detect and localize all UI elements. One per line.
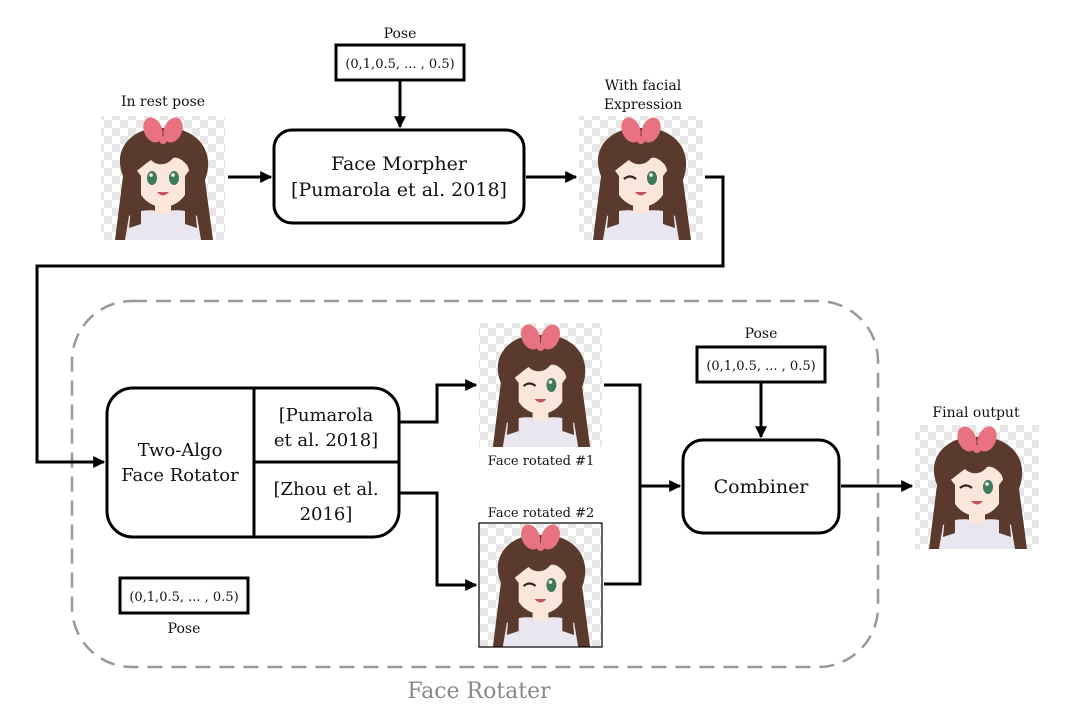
- rotated1-to-combiner-connector: [604, 383, 642, 586]
- rotator-title-line1: Two-Algo: [138, 440, 223, 461]
- rotator-pose-label: Pose: [168, 621, 201, 637]
- face-morpher-citation: [Pumarola et al. 2018]: [291, 179, 507, 201]
- expression-label-line1: With facial: [605, 78, 682, 94]
- algo1-to-rotated1-arrow: [400, 379, 478, 424]
- face-rotated-2-frame: [478, 522, 603, 648]
- face-morpher-box: [272, 128, 526, 225]
- morpher-pose-vector: (0,1,0.5, ... , 0.5): [345, 57, 454, 72]
- final-output-image: [915, 423, 1039, 549]
- rest-pose-label: In rest pose: [121, 94, 205, 110]
- morpher-pose-label: Pose: [384, 26, 417, 42]
- morpher-pose-vector-box: [334, 43, 466, 82]
- face-morpher-title: Face Morpher: [331, 153, 468, 175]
- face-rotated-1-label: Face rotated #1: [488, 454, 595, 469]
- face-rotated-2-image: [479, 521, 602, 647]
- combiner-pose-label: Pose: [745, 326, 778, 342]
- face-rotated-2-label: Face rotated #2: [488, 506, 595, 521]
- expression-image: [579, 114, 703, 240]
- algo2-line2: 2016]: [300, 504, 353, 525]
- combiner-pose-vector: (0,1,0.5, ... , 0.5): [706, 359, 815, 374]
- face-rotater-label: Face Rotater: [407, 679, 551, 704]
- rotator-title-line2: Face Rotator: [121, 465, 239, 486]
- expression-label-line2: Expression: [604, 97, 682, 113]
- rest-pose-image: [101, 114, 225, 240]
- face-rotater-group: [70, 299, 880, 669]
- algo2-line1: [Zhou et al.: [273, 479, 378, 500]
- rotator-pose-vector-box: [118, 576, 250, 615]
- face-rotated-1-image: [479, 321, 602, 447]
- final-output-label: Final output: [932, 405, 1020, 421]
- combiner-label: Combiner: [714, 476, 810, 498]
- algo1-line2: et al. 2018]: [274, 430, 378, 451]
- combiner-pose-vector-box: [695, 345, 827, 384]
- combiner-box: [681, 438, 841, 535]
- algo2-to-rotated2-arrow: [400, 491, 478, 591]
- algo1-line1: [Pumarola: [279, 405, 374, 426]
- rotator-pose-vector: (0,1,0.5, ... , 0.5): [129, 590, 238, 605]
- expression-to-rotator-connector: [35, 175, 725, 468]
